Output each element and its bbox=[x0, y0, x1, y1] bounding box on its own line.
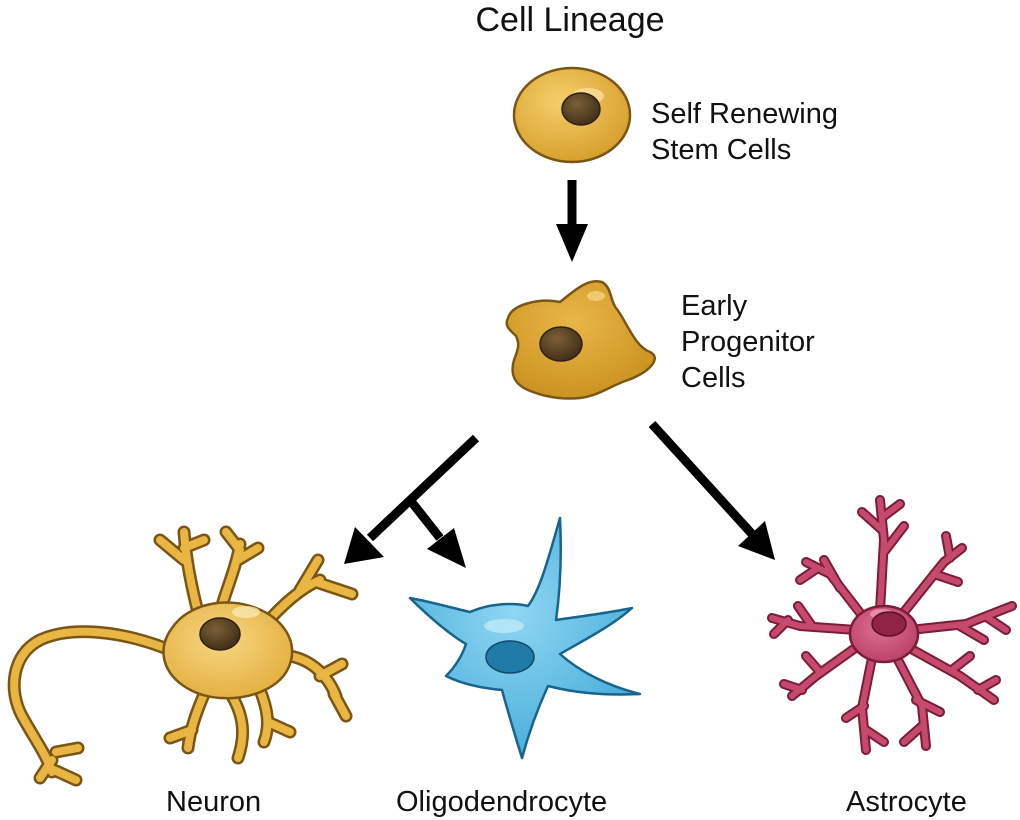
oligodendrocyte-nucleus-icon bbox=[485, 640, 535, 674]
arrow-progenitor-to-oligodendrocyte-icon bbox=[406, 497, 466, 568]
diagram-title: Cell Lineage bbox=[475, 1, 665, 39]
progenitor-cell-nucleus-icon bbox=[539, 326, 583, 362]
progenitor-cells-label-line-2: Progenitor bbox=[681, 326, 815, 358]
stem-cells-label-line-1: Self Renewing bbox=[651, 98, 838, 130]
progenitor-cells-label: Early Progenitor Cells bbox=[681, 288, 815, 396]
astrocyte-label: Astrocyte bbox=[846, 786, 967, 818]
stem-cells-label: Self Renewing Stem Cells bbox=[651, 96, 838, 168]
progenitor-cells-label-line-1: Early bbox=[681, 290, 748, 322]
oligodendrocyte-icon bbox=[408, 516, 642, 760]
arrow-progenitor-to-astrocyte-icon bbox=[648, 420, 775, 560]
arrow-stem-to-progenitor-icon bbox=[556, 180, 588, 262]
neuron-icon bbox=[7, 525, 359, 787]
stem-cell-nucleus-icon bbox=[561, 92, 601, 126]
progenitor-cell-icon bbox=[505, 279, 656, 400]
arrow-progenitor-to-neuron-icon bbox=[344, 434, 480, 564]
neuron-label: Neuron bbox=[166, 786, 262, 818]
oligodendrocyte-label: Oligodendrocyte bbox=[396, 786, 608, 818]
stem-cells-label-line-2: Stem Cells bbox=[651, 134, 792, 166]
astrocyte-icon bbox=[767, 495, 1017, 755]
stem-cell-icon bbox=[512, 66, 632, 164]
neuron-nucleus-icon bbox=[199, 617, 241, 651]
astrocyte-nucleus-icon bbox=[871, 611, 907, 637]
progenitor-cells-label-line-3: Cells bbox=[681, 362, 746, 394]
